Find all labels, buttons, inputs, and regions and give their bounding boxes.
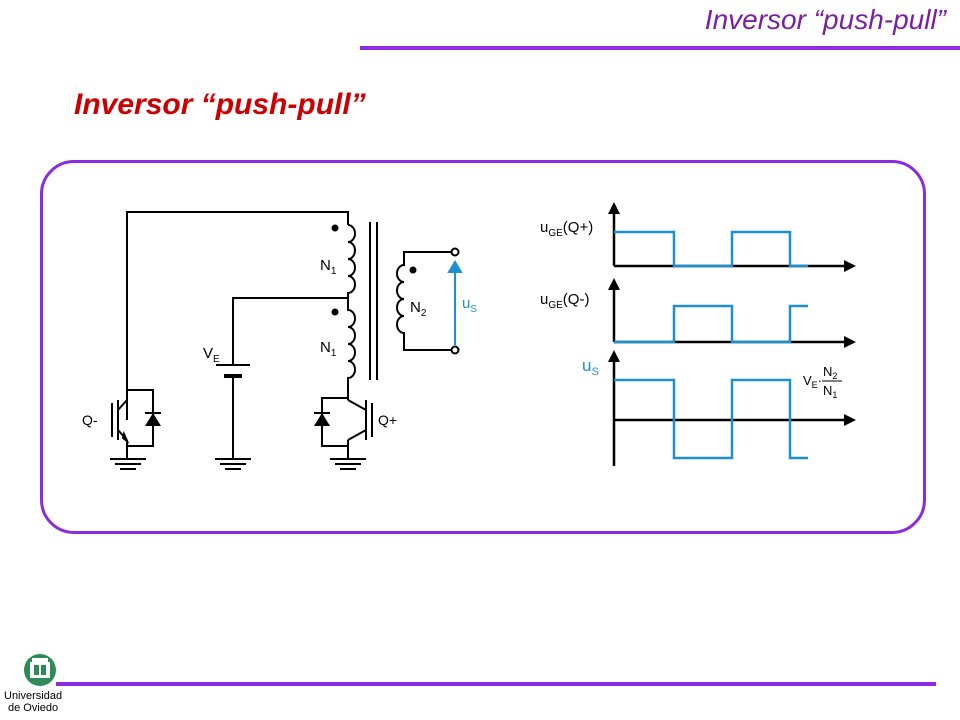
polarity-dot-secondary xyxy=(409,266,417,274)
output-voltage-arrow xyxy=(447,260,463,345)
header-divider xyxy=(360,46,960,50)
waveform-ugeqplus: uGE(Q+) xyxy=(540,202,856,272)
polarity-dot-middle xyxy=(331,308,339,316)
output-terminal-bottom xyxy=(450,345,460,355)
ground-symbol-qplus xyxy=(330,458,366,470)
header-title: Inversor “push-pull” xyxy=(704,4,946,35)
label-ugeqminus: uGE(Q-) xyxy=(540,291,589,311)
content-panel xyxy=(40,160,926,534)
wire-center-tap xyxy=(232,297,348,365)
secondary-coil xyxy=(396,251,455,351)
svg-text:VE·: VE· xyxy=(803,373,822,390)
output-terminal-top xyxy=(450,247,460,257)
waveform-us: uS VE· N2 N1 xyxy=(582,350,856,466)
label-n1-bottom: N1 xyxy=(320,339,337,359)
label-ugeqplus: uGE(Q+) xyxy=(540,219,593,239)
label-n1-top: N1 xyxy=(320,257,337,277)
label-q-minus: Q- xyxy=(82,412,98,428)
svg-text:N1: N1 xyxy=(823,383,837,400)
ground-symbol-battery xyxy=(215,458,251,470)
transistor-qminus xyxy=(111,389,161,458)
logo-line-1: Universidad xyxy=(4,690,63,702)
slide-title: Inversor “push-pull” xyxy=(74,88,366,121)
transistor-qplus xyxy=(314,390,373,458)
label-n2: N2 xyxy=(410,299,427,319)
waveform-ugeqminus: uGE(Q-) xyxy=(540,278,856,348)
svg-text:N2: N2 xyxy=(823,364,837,381)
university-logo xyxy=(24,654,56,686)
primary-coil-top xyxy=(347,224,356,298)
label-us-wave: uS xyxy=(582,356,599,378)
wire-top xyxy=(126,211,349,420)
label-us: uS xyxy=(462,295,477,315)
label-q-plus: Q+ xyxy=(378,412,397,428)
label-ve: VE xyxy=(203,345,220,365)
circuit-schematic xyxy=(110,211,460,470)
polarity-dot-top xyxy=(331,224,339,232)
logo-line-2: de Oviedo xyxy=(8,702,59,714)
ground-symbol-qminus xyxy=(110,458,146,470)
primary-coil-bottom xyxy=(347,298,356,388)
footer-divider xyxy=(56,682,936,686)
amplitude-label: VE· N2 N1 xyxy=(803,364,842,400)
logo-text: Universidad de Oviedo xyxy=(4,690,62,714)
